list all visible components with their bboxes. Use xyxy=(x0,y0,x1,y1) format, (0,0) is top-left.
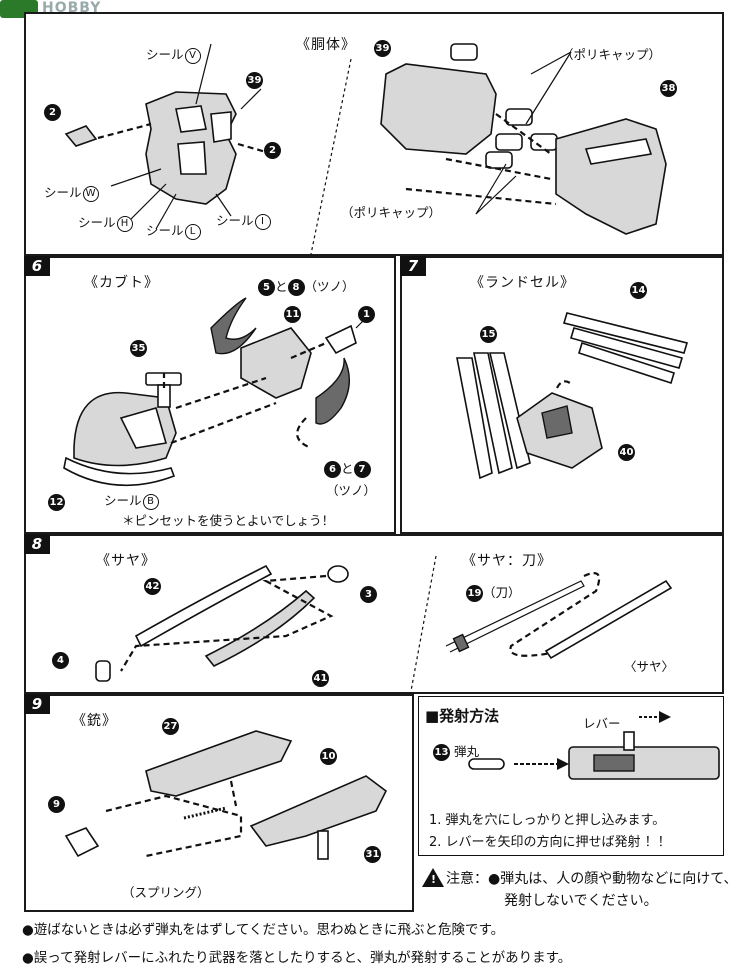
polycap-top-label: （ポリキャップ） xyxy=(561,47,662,62)
helmet-diagram xyxy=(63,297,367,487)
step-number-7: 7 xyxy=(400,256,426,276)
horn-bottom-note: （ツノ） xyxy=(326,483,377,498)
body-title: 《胴体》 xyxy=(296,37,356,53)
part-41: 41 xyxy=(312,670,329,687)
step-number-6: 6 xyxy=(24,256,50,276)
part-35: 35 xyxy=(130,340,147,357)
note-line-2: ●誤って発射レバーにふれたり武器を落としたりすると、弾丸が発射することがあります… xyxy=(22,950,572,966)
backpack-fins-right xyxy=(562,312,689,385)
torso-parts-exploded xyxy=(380,43,667,235)
part-14: 14 xyxy=(630,282,647,299)
spring-label: （スプリング） xyxy=(122,885,210,900)
firing-step-1: 1. 弾丸を穴にしっかりと押し込みます。 xyxy=(429,813,666,828)
part-42: 42 xyxy=(144,578,161,595)
gun-diagram xyxy=(64,730,388,860)
part-39-left: 39 xyxy=(246,72,263,89)
gun-title: 《銃》 xyxy=(72,713,117,729)
part-11: 11 xyxy=(284,306,301,323)
firing-diagram xyxy=(468,711,720,780)
step-number-8: 8 xyxy=(24,534,50,554)
part-9: 9 xyxy=(48,796,65,813)
part-31: 31 xyxy=(364,846,381,863)
note-line-1: ●遊ばないときは必ず弾丸をはずしてください。思わぬときに飛ぶと危険です。 xyxy=(22,922,505,938)
caution-line-1: 注意：●弾丸は、人の顔や動物などに向けて、 xyxy=(446,871,736,887)
part-4: 4 xyxy=(52,652,69,669)
part-2-right: 2 xyxy=(264,142,281,159)
part-39-right: 39 xyxy=(374,40,391,57)
firing-method-heading: ■発射方法 xyxy=(425,707,500,725)
backpack-diagram xyxy=(456,312,689,480)
warning-icon xyxy=(422,868,444,887)
panel-step-7: 7 《ランドセル》 14 15 40 xyxy=(400,256,724,534)
tweezers-tip: ＊ピンセットを使うとよいでしょう！ xyxy=(122,513,335,528)
firing-method-box: ■発射方法 レバー 13 弾丸 1. 弾丸を穴にしっかりと押し込みます。 2. … xyxy=(418,696,724,856)
caution-line-2: 発射しないでください。 xyxy=(504,893,658,909)
saya-label: 〈サヤ〉 xyxy=(624,659,675,674)
helmet-title: 《カブト》 xyxy=(84,275,159,291)
body-diagram xyxy=(64,43,667,255)
warning-icon-mark: ! xyxy=(431,873,437,886)
part-38: 38 xyxy=(660,80,677,97)
bullet-label: 13 弾丸 xyxy=(433,744,479,761)
part-40: 40 xyxy=(618,444,635,461)
lever-label: レバー xyxy=(583,716,621,731)
scabbard-diagram xyxy=(95,555,673,692)
step-number-9: 9 xyxy=(24,694,50,714)
backpack-title: 《ランドセル》 xyxy=(470,275,575,291)
firing-step-2: 2. レバーを矢印の方向に押せば発射 ！！ xyxy=(429,835,671,850)
part-10: 10 xyxy=(320,748,337,765)
part-27: 27 xyxy=(162,718,179,735)
scabbard-title: 《サヤ》 xyxy=(96,553,156,569)
torso-assembly-illustration xyxy=(64,91,237,205)
scabbard-katana-title: 《サヤ：刀》 xyxy=(462,553,552,569)
part-19-label: 19（刀） xyxy=(466,585,521,602)
panel-step-9: 9 《銃》 27 10 9 31 （スプリング） xyxy=(24,694,414,912)
part-3: 3 xyxy=(360,586,377,603)
caution-box: ! 注意：●弾丸は、人の顔や動物などに向けて、 発射しないでください。 xyxy=(418,862,736,912)
part-2-left: 2 xyxy=(44,104,61,121)
part-1: 1 xyxy=(358,306,375,323)
part-15: 15 xyxy=(480,326,497,343)
polycap-bottom-label: （ポリキャップ） xyxy=(341,205,442,220)
part-12: 12 xyxy=(48,494,65,511)
backpack-fins-left xyxy=(456,352,531,480)
panel-step-8: 8 《サヤ》 《サヤ：刀》 42 3 4 41 19（刀） 〈サヤ〉 xyxy=(24,534,724,694)
